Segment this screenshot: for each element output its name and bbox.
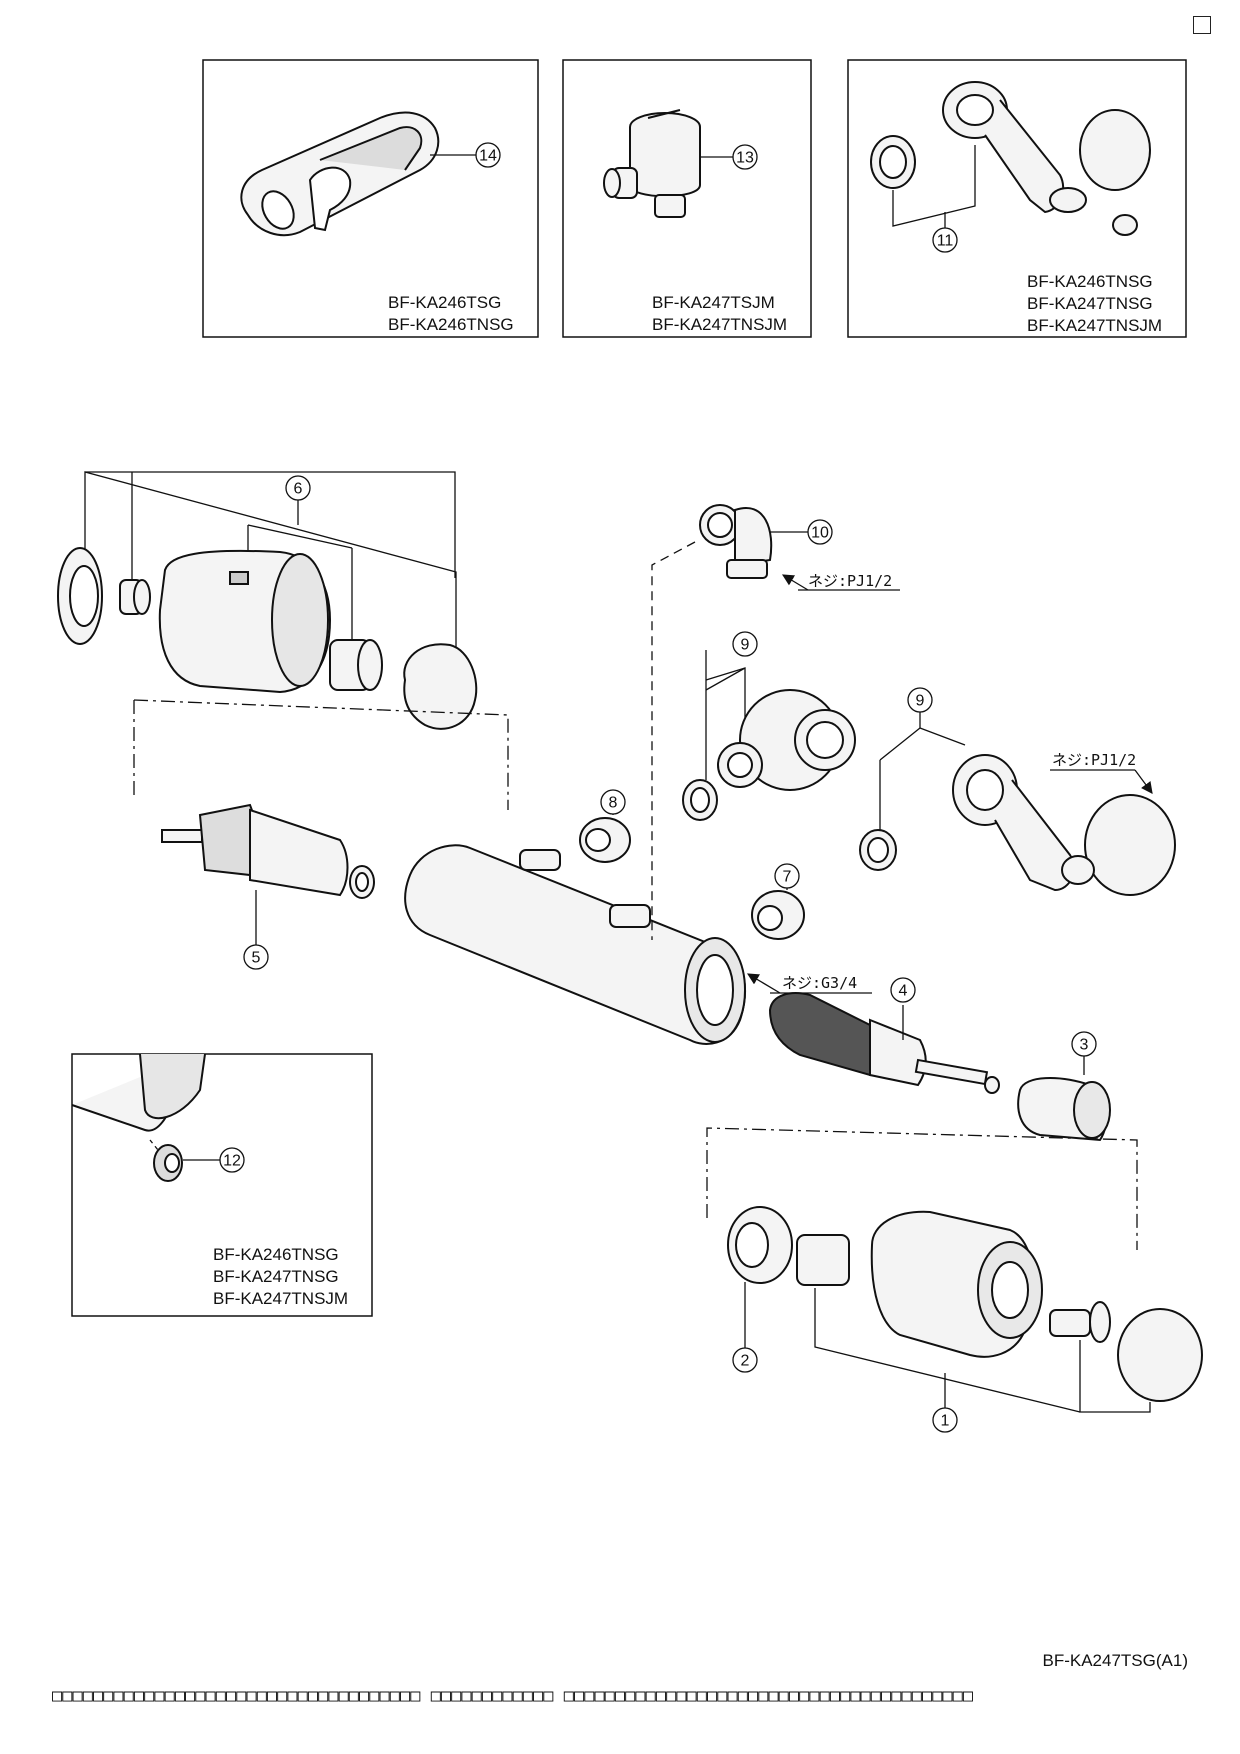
eccentric-leg-drawing [870,81,1151,236]
part-2-ring [727,1206,793,1284]
callout-10: 10 [811,525,829,542]
main-body [404,844,746,1045]
handle-parts-drawing [57,547,478,730]
callout-13: 13 [736,150,754,167]
part-8-check-valve [579,817,631,863]
part-10-elbow [699,504,773,579]
inset-box-12: 12 BF-KA246TNSG BF-KA247TNSG BF-KA247TNS… [71,1053,373,1317]
callout-2: 2 [741,1353,750,1370]
callout-8: 8 [609,795,618,812]
callout-9a: 9 [741,637,750,654]
callout-11: 11 [937,233,954,250]
inset-12-model-3: BF-KA247TNSJM [213,1289,348,1308]
corner-checkbox [1193,16,1211,34]
callout-5: 5 [252,950,261,967]
part-4-thermo-cartridge [768,992,1000,1094]
inset-11-model-2: BF-KA247TNSG [1027,294,1153,313]
part-9a-eccentric: 9 [682,631,856,821]
part-9b-eccentric: 9 ネジ:PJ1/2 [859,687,1176,896]
inset-12-model-2: BF-KA247TNSG [213,1267,339,1286]
part-3-stopper-cap [1017,1077,1111,1142]
inset-box-14: 14 BF-KA246TSG BF-KA246TNSG [202,59,539,338]
group-6-handle-assembly: 6 [57,471,478,730]
inset-13-model-2: BF-KA247TNSJM [652,315,787,334]
inset-14-model-1: BF-KA246TSG [388,293,501,312]
callout-14: 14 [479,148,497,165]
callout-4: 4 [899,983,908,1000]
inset-11-model-3: BF-KA247TNSJM [1027,316,1162,335]
callout-1: 1 [941,1413,950,1430]
thread-label-9: ネジ:PJ1/2 [1052,751,1136,769]
footer-caption: □□□□□□□□□□□□□□□□□□□□□□□□□□□□□□□□□□□□ □□□… [52,1686,974,1706]
thread-label-body: ネジ:G3/4 [782,974,857,992]
document-model-id: BF-KA247TSG(A1) [1042,1651,1189,1670]
inset-box-13: 13 BF-KA247TSJM BF-KA247TNSJM [562,59,812,338]
inset-box-11: 11 BF-KA246TNSG BF-KA247TNSG BF-KA247TNS… [847,59,1187,338]
shower-holder-drawing [240,111,440,237]
thread-label-10: ネジ:PJ1/2 [808,572,892,590]
callout-7: 7 [783,869,792,886]
outlet-adapter-drawing [603,109,701,218]
callout-3: 3 [1080,1037,1089,1054]
part-5-cartridge [161,803,375,899]
strainer-drawing [71,1053,206,1182]
inset-12-model-1: BF-KA246TNSG [213,1245,339,1264]
inset-13-model-1: BF-KA247TSJM [652,293,775,312]
callout-9b: 9 [916,693,925,710]
inset-11-model-1: BF-KA246TNSG [1027,272,1153,291]
callout-6: 6 [294,481,303,498]
part-1-temp-handle [796,1210,1203,1402]
inset-14-model-2: BF-KA246TNSG [388,315,514,334]
callout-12: 12 [223,1153,241,1170]
part-7-check-valve [751,890,805,940]
